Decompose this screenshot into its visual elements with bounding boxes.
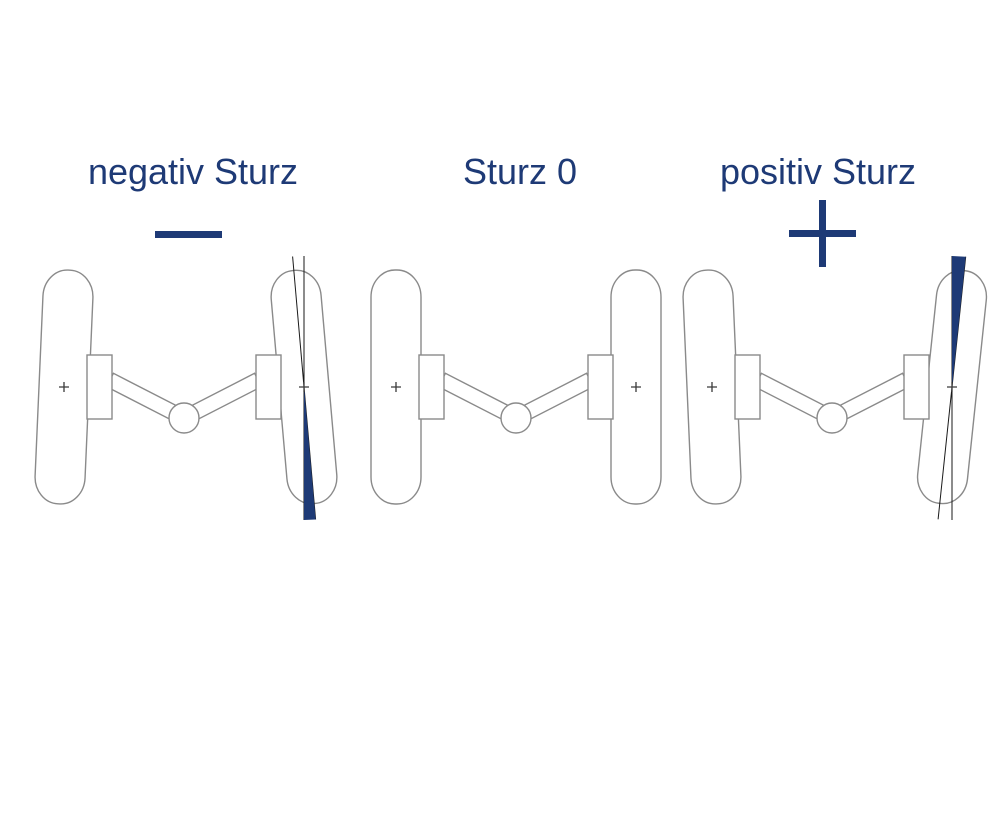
hub-center-mark bbox=[391, 382, 401, 392]
pivot-ball-joint bbox=[168, 402, 200, 434]
right-hub-bracket bbox=[587, 354, 614, 420]
wheel-assembly-zero-camber bbox=[370, 269, 662, 505]
left-hub-bracket bbox=[86, 354, 113, 420]
hub-center-mark bbox=[299, 382, 309, 392]
minus-icon bbox=[155, 231, 222, 238]
label-negative-camber: negativ Sturz bbox=[87, 151, 299, 192]
wheel-assembly-positive-camber bbox=[682, 256, 988, 520]
wheel-assembly-negative-camber bbox=[34, 256, 338, 520]
camber-angle-wedge bbox=[304, 387, 316, 520]
camber-angle-wedge bbox=[952, 256, 966, 387]
left-hub-bracket bbox=[734, 354, 761, 420]
hub-center-mark bbox=[59, 382, 69, 392]
label-zero-camber: Sturz 0 bbox=[462, 151, 578, 192]
label-positive-camber: positiv Sturz bbox=[719, 151, 917, 192]
plus-icon bbox=[789, 200, 856, 267]
hub-center-mark bbox=[707, 382, 717, 392]
right-hub-bracket bbox=[255, 354, 282, 420]
pivot-ball-joint bbox=[816, 402, 848, 434]
hub-center-mark bbox=[631, 382, 641, 392]
left-hub-bracket bbox=[418, 354, 445, 420]
pivot-ball-joint bbox=[500, 402, 532, 434]
plus-icon-vertical-bar bbox=[819, 200, 826, 267]
hub-center-mark bbox=[947, 382, 957, 392]
right-hub-bracket bbox=[903, 354, 930, 420]
